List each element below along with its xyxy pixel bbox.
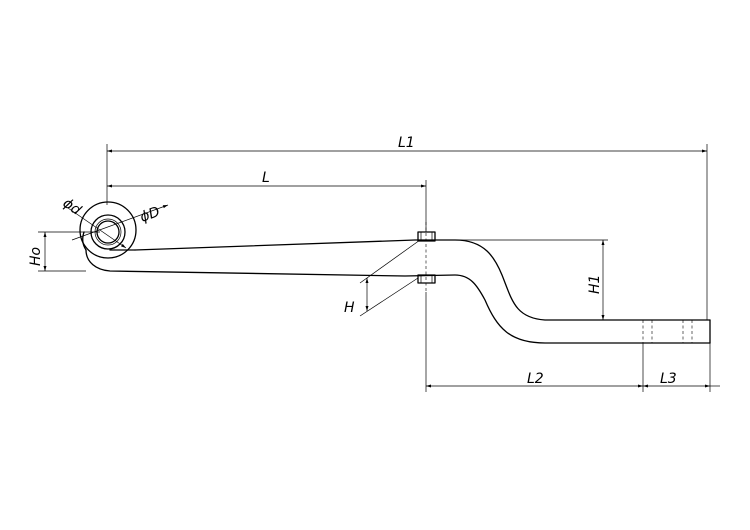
dimension-lines <box>43 149 720 388</box>
label-outer-diameter: ϕD <box>138 204 162 226</box>
leader-d-inner <box>67 207 127 249</box>
leader-d-outer <box>71 204 169 241</box>
label-inner-diameter: ϕd <box>60 195 84 219</box>
extension-lines <box>38 144 711 392</box>
dimension-labels: L1 L L2 L3 H1 H Ho ϕd ϕD <box>28 135 677 387</box>
label-l2: L2 <box>527 371 544 387</box>
label-l1: L1 <box>398 135 415 151</box>
leaf-lower-edge <box>85 249 711 344</box>
label-h: H <box>344 300 355 316</box>
lower-nut <box>417 274 436 284</box>
label-h1: H1 <box>587 275 603 294</box>
label-l3: L3 <box>660 371 677 387</box>
label-l: L <box>262 170 270 186</box>
spring-leaf <box>79 201 711 344</box>
end-holes <box>642 320 693 343</box>
upper-nut <box>417 231 436 242</box>
eye-outer-circle <box>79 201 137 259</box>
label-ho: Ho <box>28 247 44 266</box>
center-bolt <box>417 222 436 292</box>
leaf-upper-edge <box>134 239 711 321</box>
